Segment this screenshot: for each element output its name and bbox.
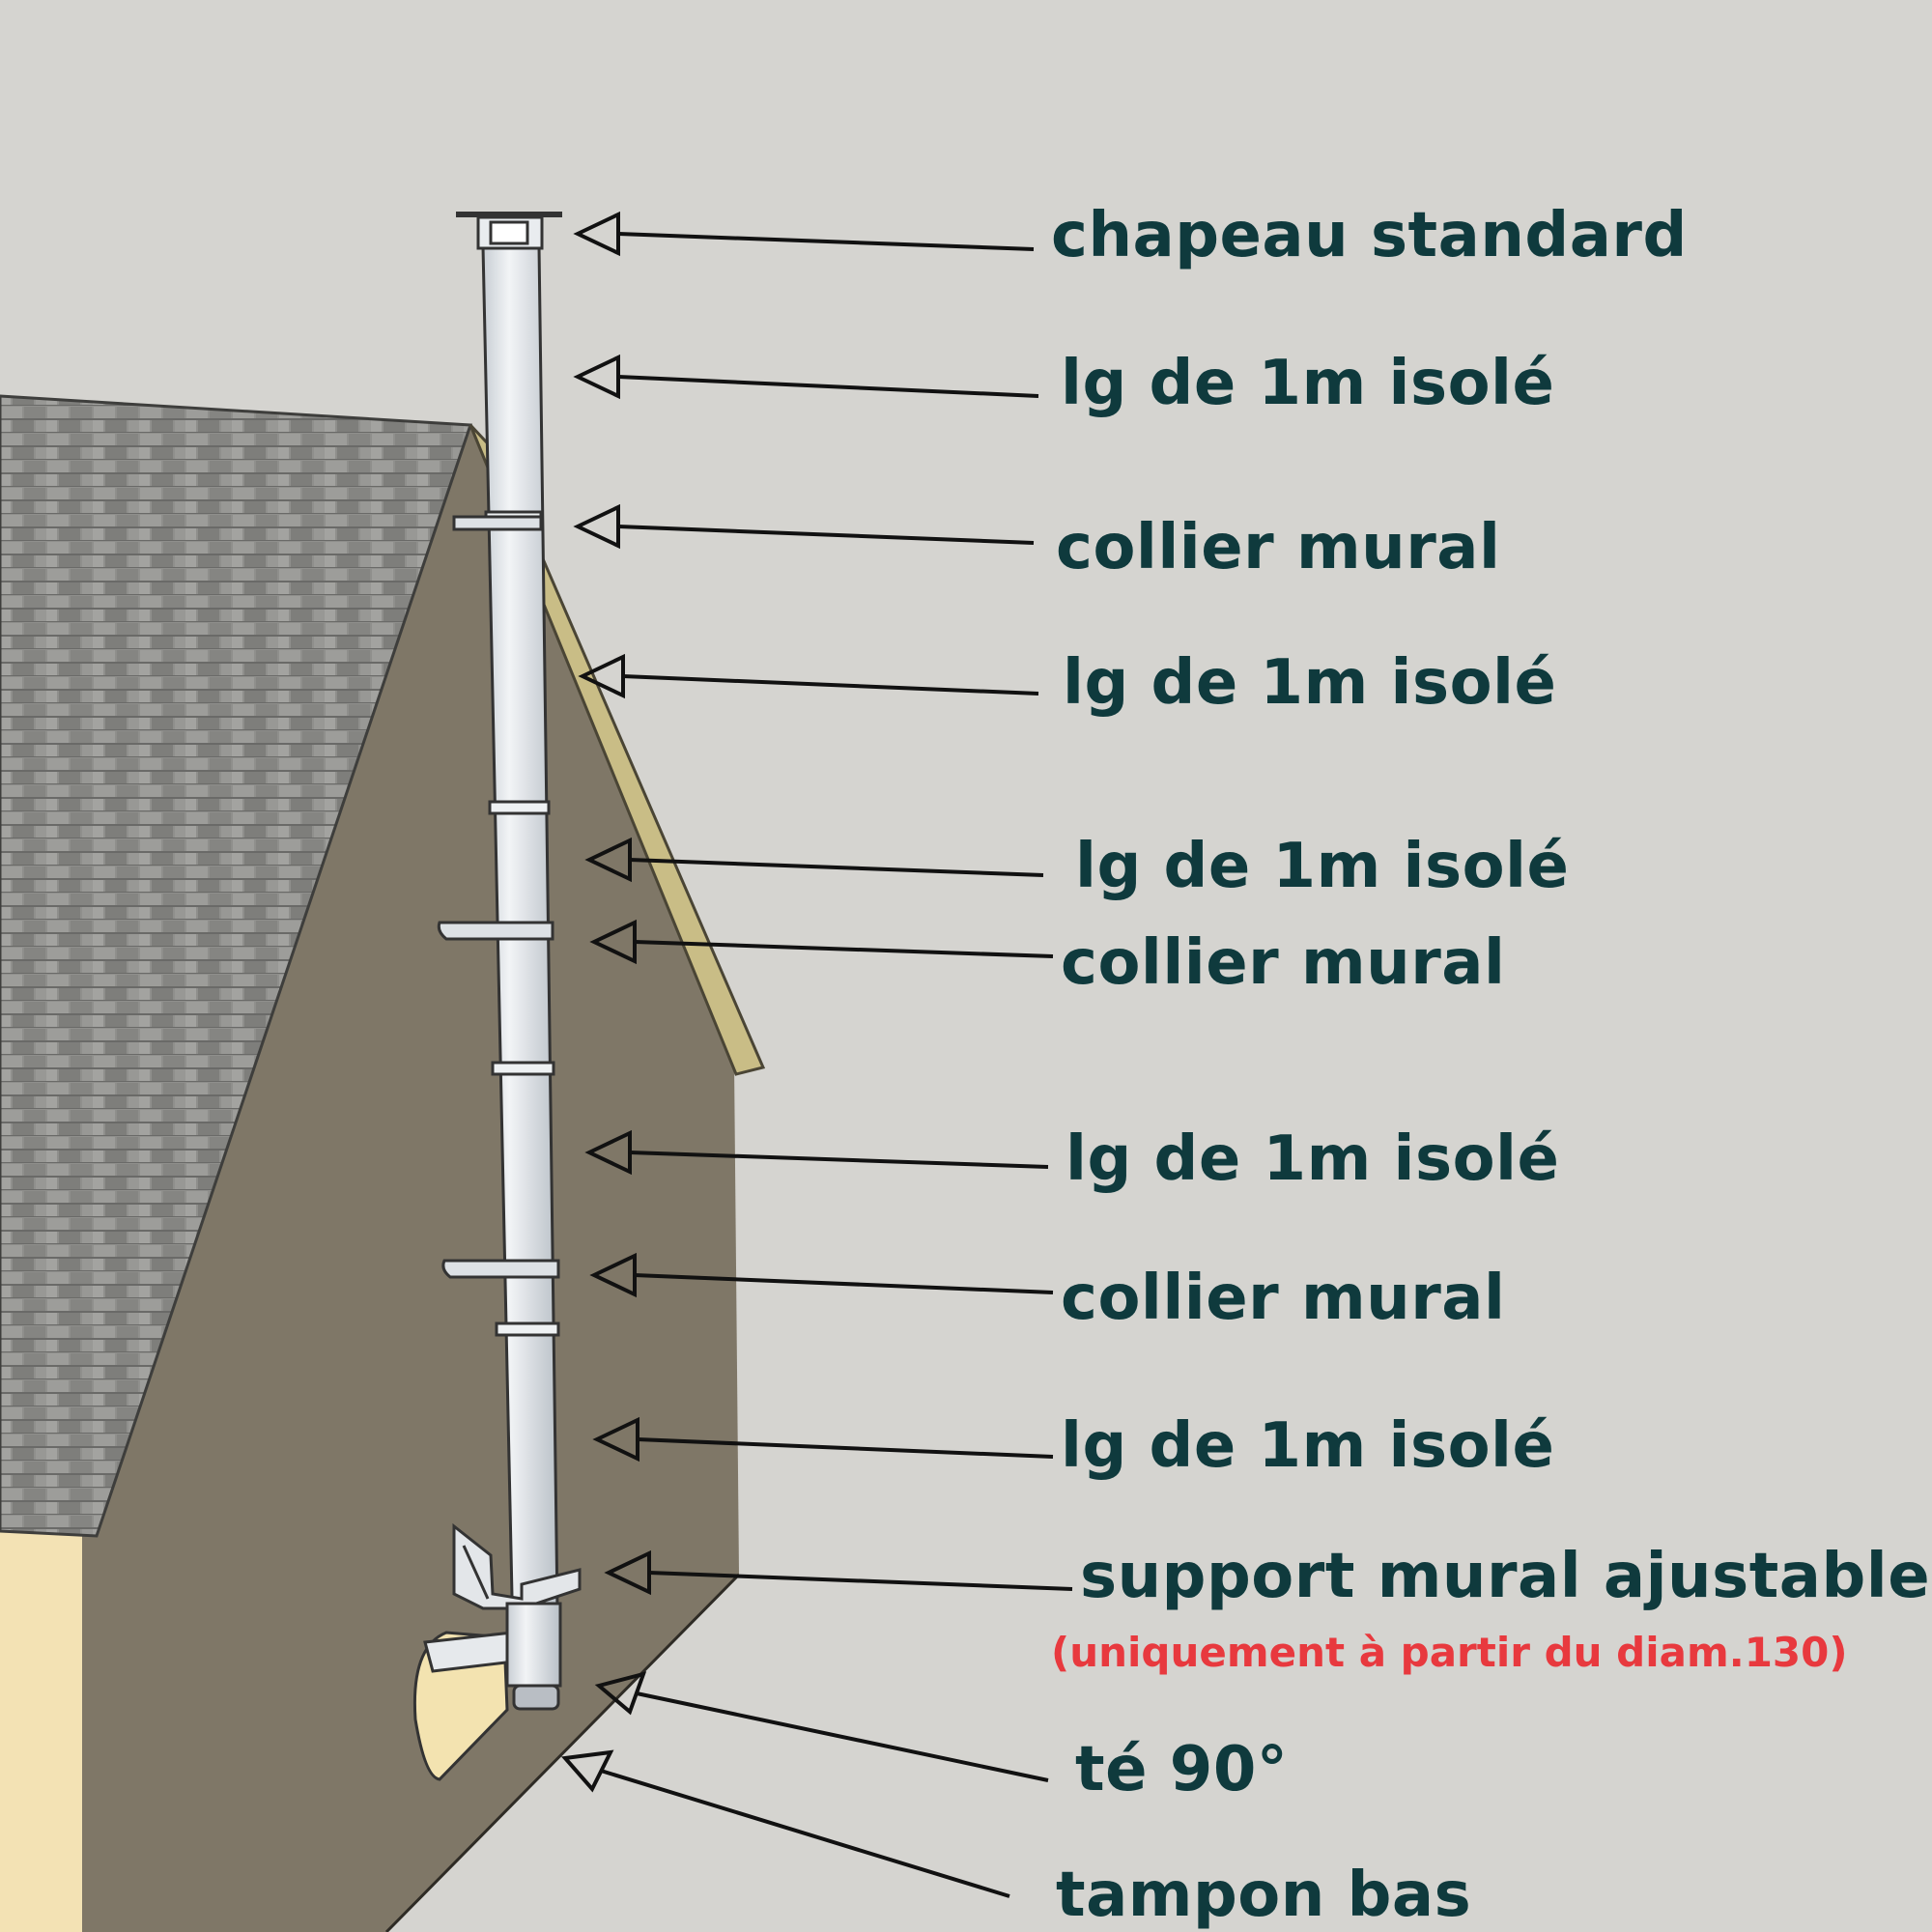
label-longueur-1m-isole-4: lg de 1m isolé [1065,1123,1560,1195]
label-longueur-1m-isole-2: lg de 1m isolé [1063,647,1557,719]
leader-collier2 [589,919,1054,965]
chapeau-standard-cap [456,212,562,250]
note-diametre-minimum: (uniquement à partir du diam.130) [1051,1629,1848,1676]
leader-lines [561,211,1073,1898]
leader-collier1 [573,503,1035,550]
collier-mural-3 [441,1259,560,1279]
leader-lg1 [573,354,1039,400]
wall-collars [437,515,560,1279]
ground-edge [384,1573,741,1932]
label-longueur-1m-isole-3: lg de 1m isolé [1075,831,1570,902]
label-collier-mural-1: collier mural [1056,512,1501,583]
label-collier-mural-2: collier mural [1061,927,1506,999]
leader-tampon [561,1749,1010,1898]
label-longueur-1m-isole-5: lg de 1m isolé [1061,1410,1555,1482]
collier-mural-2 [437,921,554,941]
label-support-mural-ajustable: support mural ajustable [1080,1541,1931,1612]
gable-wall [82,425,739,1932]
label-longueur-1m-isole-1: lg de 1m isolé [1061,348,1555,419]
label-collier-mural-3: collier mural [1061,1263,1506,1334]
label-chapeau-standard: chapeau standard [1051,200,1688,271]
leader-collier3 [589,1252,1054,1298]
leader-lg3 [584,837,1044,883]
label-tampon-bas: tampon bas [1056,1860,1472,1931]
leader-lg2 [578,653,1039,699]
leader-lg5 [592,1416,1054,1463]
joint-2 [488,800,551,815]
label-te-90: té 90° [1075,1734,1289,1805]
joint-4 [495,1321,560,1337]
leader-lg4 [584,1129,1049,1176]
leader-te [594,1671,1049,1782]
house-facade [0,1531,82,1932]
support-mural-ajustable [452,1522,582,1610]
collier-mural-1 [452,515,543,531]
joint-3 [491,1061,555,1076]
tampon-bas-cap [512,1684,560,1711]
leader-support [604,1549,1073,1596]
roof [0,394,473,1538]
leader-chapeau [573,211,1035,257]
